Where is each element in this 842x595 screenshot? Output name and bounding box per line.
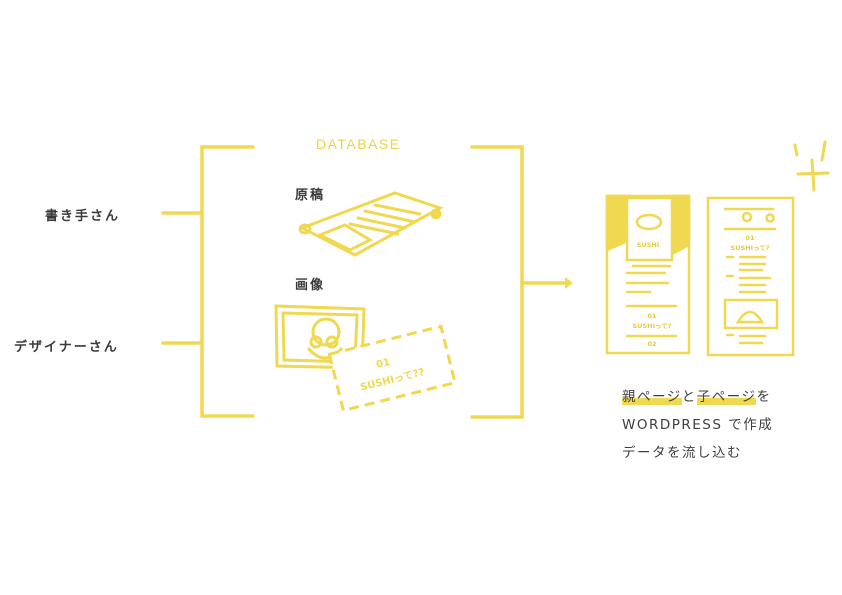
article-card-icon: 01 SUSHIって?? (327, 324, 457, 413)
output-line-2: WORDPRESS で作成 (622, 417, 774, 433)
output-line-1: 親ページと子ページを (622, 383, 773, 411)
arrow-head-icon (565, 277, 573, 289)
right-bracket (470, 145, 524, 419)
parent-page-number: 01 (647, 312, 657, 320)
output-line-3: データを流し込む (622, 445, 742, 461)
parent-page-icon (605, 194, 691, 355)
child-page-highlight: 子ページ (696, 389, 757, 405)
manuscript-label: 原稿 (295, 188, 326, 203)
manuscript-scroll-icon (298, 191, 444, 257)
image-label: 画像 (295, 278, 326, 293)
parent-page-title: SUSHI (637, 241, 660, 249)
output-description: 親ページと子ページを WORDPRESS で作成 データを流し込む (622, 383, 773, 467)
designer-label: デザイナーさん (14, 340, 119, 355)
wo-text: を (756, 389, 772, 405)
left-bracket (200, 145, 255, 418)
parent-page-subtitle: SUSHIって? (633, 322, 672, 330)
parent-page-next: 02 (647, 340, 656, 348)
and-text: と (681, 389, 697, 405)
database-title: DATABASE (316, 136, 401, 152)
child-page-subtitle: SUSHIって? (731, 244, 770, 252)
card-number: 01 (375, 357, 391, 371)
child-page-icon (706, 196, 795, 357)
parent-page-highlight: 親ページ (622, 389, 682, 405)
sparkle-icon (793, 140, 830, 192)
child-page-number: 01 (745, 234, 755, 242)
writer-label: 書き手さん (45, 209, 121, 224)
